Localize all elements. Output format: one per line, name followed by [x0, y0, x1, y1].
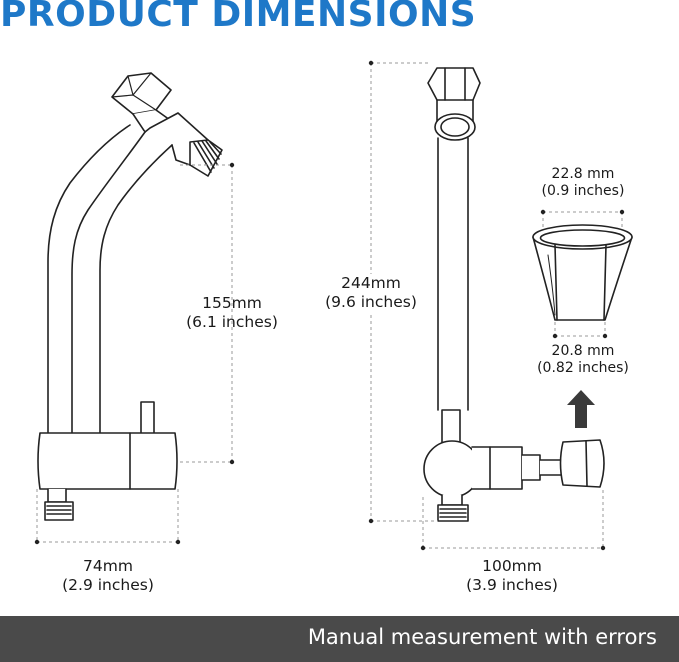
- right-height-label: 244mm (9.6 inches): [314, 274, 428, 312]
- left-bent-tube: [47, 124, 146, 436]
- left-width-label: 74mm (2.9 inches): [46, 557, 170, 595]
- right-bottom-nut: [441, 494, 463, 506]
- left-height-in: (6.1 inches): [186, 313, 278, 331]
- right-width-label: 100mm (3.9 inches): [451, 557, 573, 595]
- right-hex-nut: [427, 67, 481, 101]
- right-height-in: (9.6 inches): [325, 293, 417, 311]
- cup-body: [532, 236, 633, 321]
- left-height-mm: 155mm: [202, 294, 262, 312]
- left-threaded-outlet: [189, 139, 223, 177]
- footer-note: Manual measurement with errors: [307, 625, 657, 649]
- right-side-arm: [471, 446, 523, 490]
- page-title: PRODUCT DIMENSIONS: [0, 0, 477, 35]
- right-width-mm: 100mm: [482, 557, 542, 575]
- cup-bottom-label: 20.8 mm (0.82 inches): [525, 343, 641, 377]
- cup-top-in: (0.9 inches): [541, 183, 625, 199]
- cup-top-mm: 22.8 mm: [551, 166, 615, 182]
- left-body-cylinder: [37, 432, 178, 490]
- right-main-tube: [437, 137, 469, 411]
- left-height-label: 155mm (6.1 inches): [176, 294, 288, 332]
- right-width-in: (3.9 inches): [466, 576, 558, 594]
- right-faucet-drawing: [423, 67, 605, 522]
- left-hex-nut: [111, 72, 172, 115]
- footer-bar: Manual measurement with errors: [0, 616, 679, 662]
- left-width-mm: 74mm: [83, 557, 133, 575]
- right-height-mm: 244mm: [341, 274, 401, 292]
- right-holder-cup: [559, 439, 605, 488]
- left-bottom-nut: [47, 488, 67, 503]
- cup-detail-drawing: [532, 224, 633, 321]
- dimension-drawing: [34, 60, 633, 551]
- right-inner-rod: [441, 409, 461, 446]
- cup-top-label: 22.8 mm (0.9 inches): [528, 166, 638, 200]
- left-rod: [140, 401, 155, 437]
- left-width-in: (2.9 inches): [62, 576, 154, 594]
- up-arrow-icon: [567, 390, 595, 428]
- cup-bottom-mm: 20.8 mm: [551, 343, 615, 359]
- cup-bottom-in: (0.82 inches): [537, 360, 629, 376]
- left-faucet-drawing: [37, 72, 223, 521]
